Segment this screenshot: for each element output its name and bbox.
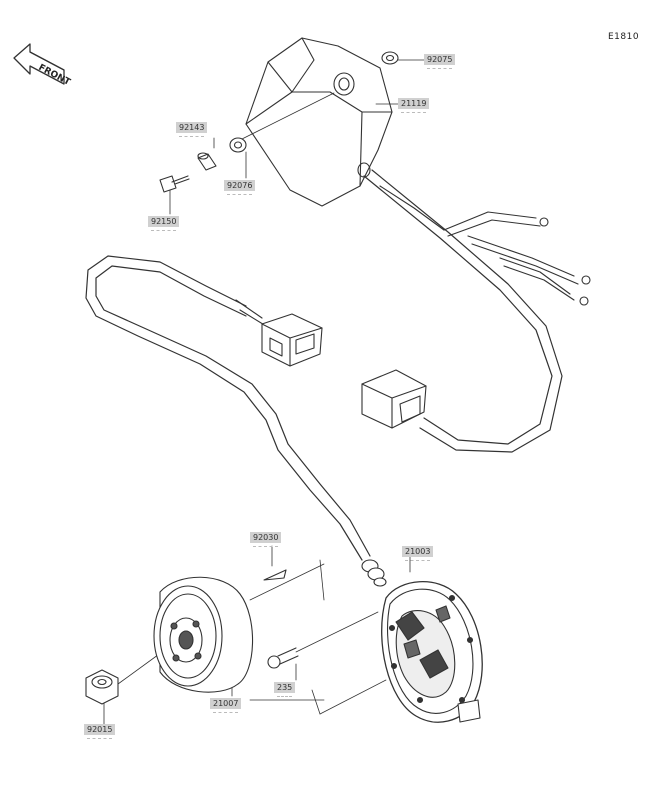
- label-21007[interactable]: 21007: [210, 698, 242, 713]
- connector-small: [261, 313, 323, 367]
- wire-grommet: [361, 559, 387, 587]
- front-arrow-icon: [13, 43, 65, 85]
- label-92076[interactable]: 92076: [224, 180, 256, 195]
- label-21003[interactable]: 21003: [402, 546, 434, 561]
- leader-lines: [103, 59, 425, 725]
- nut-92015: [85, 669, 119, 705]
- washer-92075: [381, 51, 399, 65]
- label-92015[interactable]: 92015: [84, 724, 116, 739]
- connector-box: [361, 369, 427, 429]
- flywheel: [153, 576, 254, 693]
- key-92030: [263, 569, 287, 581]
- collar-92143: [197, 152, 217, 171]
- wire-harness: [363, 169, 591, 453]
- bolt-92150: [159, 175, 190, 193]
- label-92150[interactable]: 92150: [148, 216, 180, 231]
- cdi-unit: [245, 37, 393, 207]
- screw-235: [267, 647, 299, 669]
- stator: [381, 581, 483, 723]
- label-92030[interactable]: 92030: [250, 532, 282, 547]
- label-92075[interactable]: 92075: [424, 54, 456, 69]
- diagram-code: E1810: [608, 32, 640, 42]
- label-92143[interactable]: 92143: [176, 122, 208, 137]
- washer-92076: [229, 137, 247, 153]
- label-235[interactable]: 235: [274, 682, 296, 697]
- label-21119[interactable]: 21119: [398, 98, 430, 113]
- stator-wire: [85, 255, 371, 561]
